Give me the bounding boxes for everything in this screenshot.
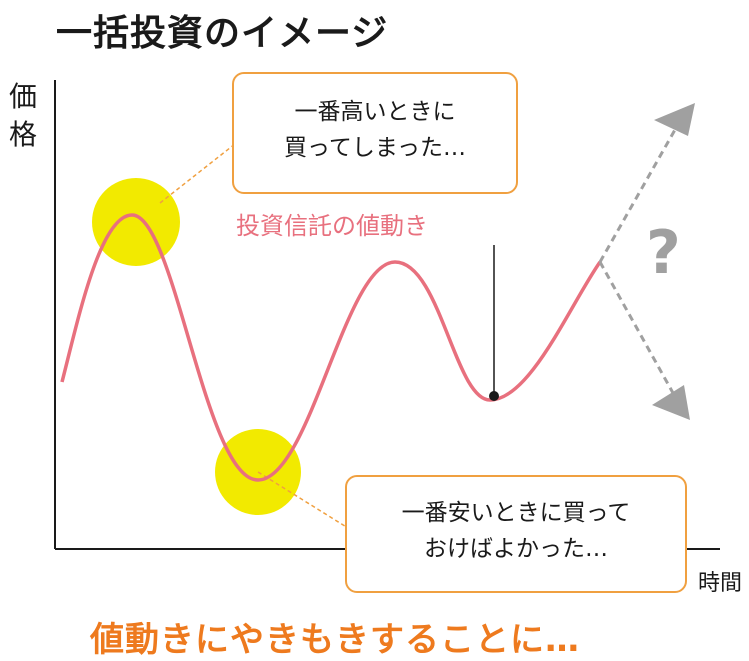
future-up-arrow-line: [598, 127, 678, 263]
trough-callout-line2: おけばよかった…: [424, 536, 608, 562]
trough-callout-connector: [257, 471, 349, 529]
trough-callout-line1: 一番安いときに買って: [401, 500, 631, 526]
peak-callout-line2: 買ってしまった…: [284, 135, 466, 161]
price-line-label: 投資信託の値動き: [236, 212, 428, 240]
diagram-title: 一括投資のイメージ: [56, 13, 389, 54]
future-up-arrowhead: [654, 103, 695, 136]
y-axis-label: 価格: [8, 80, 37, 151]
question-mark: ?: [646, 218, 681, 288]
bottom-caption: 値動きにやきもきすることに…: [90, 620, 580, 660]
trough-callout-box: 一番安いときに買って おけばよかった…: [345, 475, 687, 593]
price-line: [60, 213, 602, 482]
future-down-arrowhead: [652, 385, 690, 420]
peak-callout-connector: [159, 139, 241, 204]
future-down-arrow-line: [598, 261, 675, 394]
x-axis-label: 時間: [698, 571, 743, 596]
peak-highlight-circle: [92, 178, 180, 266]
peak-callout-box: 一番高いときに 買ってしまった…: [232, 72, 518, 194]
peak-callout-line1: 一番高いときに: [294, 99, 456, 125]
line-label-pointer-dot: [489, 391, 499, 401]
